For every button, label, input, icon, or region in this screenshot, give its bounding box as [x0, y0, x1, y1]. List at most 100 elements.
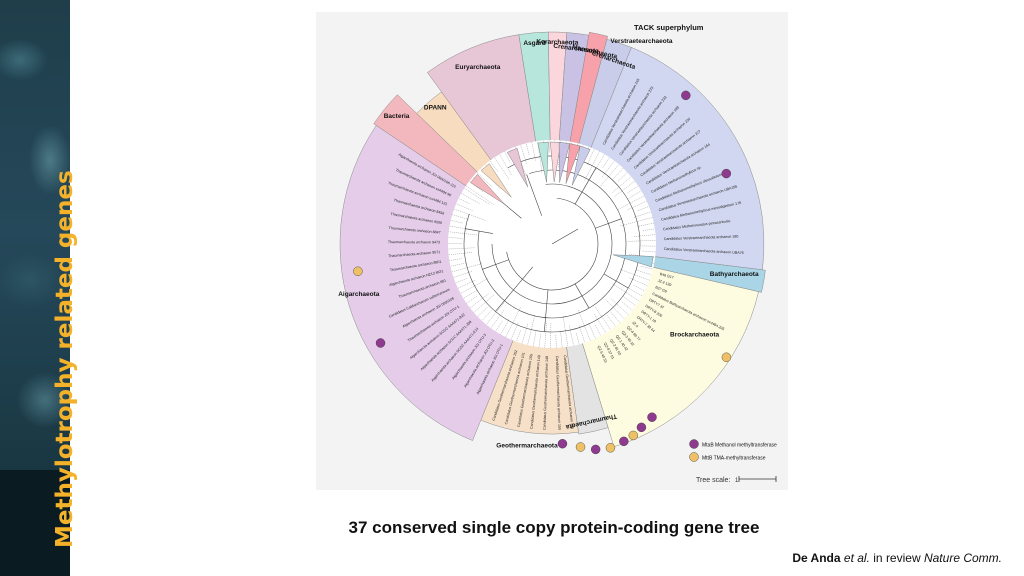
leaf-branch	[448, 231, 477, 236]
label-bathyarchaeota-9: Bathyarchaeota	[710, 271, 759, 278]
leaf-branch	[627, 240, 656, 242]
leaf-label-aigarchaeota: Thaumarchaeota archaeon 8847	[388, 226, 440, 235]
leaf-branch	[622, 296, 636, 306]
label-brockarchaeota-10: Brockarchaeota	[670, 332, 720, 339]
collapsed-clade-triangle	[549, 141, 562, 183]
leaf-branch	[460, 278, 489, 294]
leaf-branch	[465, 185, 494, 205]
internal-branch	[495, 266, 533, 312]
leaf-branch	[495, 321, 503, 332]
leaf-branch	[606, 315, 616, 327]
leaf-branch	[625, 286, 643, 297]
leaf-branch	[464, 188, 490, 205]
label-verstraetearchaeota-8: Verstraetearchaeota	[610, 38, 673, 45]
tree-diagram: Candidatus Verstraetearchaeota archaeon …	[338, 23, 777, 484]
citation-etal: et al.	[843, 551, 870, 565]
tree-branches	[448, 140, 656, 348]
leaf-branch	[627, 200, 647, 210]
leaf-label-geothermarchaeota: Candidatus Geothermarchaeota archaeon 14…	[543, 356, 550, 430]
label-aigarchaeota-13: Aigarchaeota	[338, 291, 380, 298]
leaf-branch	[466, 296, 478, 304]
leaf-branch	[504, 151, 511, 163]
leaf-branch	[577, 309, 591, 341]
leaf-branch	[505, 307, 521, 338]
tree-scale-label: Tree scale:	[696, 477, 730, 484]
leaf-branch	[450, 220, 463, 224]
legend-label-mttb: MttB TMA-methyltransferase	[702, 456, 766, 462]
leaf-branch	[617, 195, 645, 210]
citation-status: in review	[873, 551, 921, 565]
leaf-branch	[628, 190, 642, 199]
collapsed-clade-triangle	[558, 142, 570, 183]
mtab-marker	[647, 412, 657, 422]
leaf-label-aigarchaeota: Thaumarchaeota archaeon 9473	[388, 240, 440, 244]
leaf-branch	[584, 151, 600, 181]
mtab-marker	[375, 338, 386, 348]
phylogenetic-tree-figure: Candidatus Verstraetearchaeota archaeon …	[316, 12, 788, 490]
leaf-branch	[489, 160, 498, 172]
mttb-marker	[628, 430, 638, 441]
leaf-branch	[520, 144, 527, 164]
leaf-branch	[449, 258, 462, 261]
leaf-branch	[533, 331, 537, 347]
collapsed-clade-triangle	[565, 143, 581, 184]
mtab-marker	[721, 168, 732, 179]
leaf-branch	[461, 193, 480, 204]
label-bacteria-0: Bacteria	[384, 113, 410, 120]
legend-swatch-mtab	[689, 439, 699, 449]
collapsed-clade-triangle	[470, 174, 505, 205]
leaf-branch	[477, 307, 488, 317]
leaf-branch	[614, 180, 635, 197]
leaf-branch	[612, 168, 624, 180]
leaf-label-verstraetearchaeota: Candidatus Verstraetearchaeota archaeon …	[664, 247, 744, 255]
mtab-marker	[681, 90, 691, 101]
leaf-branch	[486, 302, 505, 325]
leaf-label-verstraetearchaeota: Candidatus Verstraetearchaeota archaeon …	[664, 234, 739, 241]
leaf-branch	[563, 317, 569, 347]
leaf-branch	[627, 185, 639, 194]
internal-branch-arc	[506, 197, 599, 291]
mttb-marker	[575, 442, 586, 452]
leaf-branch	[617, 172, 628, 182]
leaf-branch	[569, 325, 574, 346]
leaf-label-brockarchaeota: B46 G17	[659, 272, 674, 280]
tree-scale-value: 1	[735, 478, 739, 484]
leaf-branch	[588, 322, 596, 339]
leaf-branch	[453, 271, 473, 278]
collapsed-clade-triangle	[537, 141, 549, 183]
leaf-branch	[452, 214, 469, 220]
leaf-branch	[642, 228, 655, 231]
leaf-label-brockarchaeota: JZ-2 139	[657, 279, 672, 288]
leaf-branch	[602, 157, 610, 168]
leaf-branch	[595, 154, 605, 171]
leaf-branch	[612, 176, 632, 193]
leaf-label-brockarchaeota: DRTY7 37	[648, 298, 664, 310]
side-title: Methylotrophy related genes	[52, 170, 78, 548]
leaf-branch	[622, 302, 633, 311]
mtab-marker	[590, 444, 601, 455]
internal-branch	[465, 228, 493, 234]
leaf-branch	[453, 208, 486, 221]
leaf-branch	[448, 247, 475, 250]
leaf-branch	[637, 206, 650, 211]
leaf-branch	[636, 269, 652, 275]
clade-labels: BacteriaDPANNEuryarchaeotaAsgardKorarcha…	[338, 38, 759, 449]
leaf-branch	[578, 325, 585, 343]
leaf-branch	[481, 310, 492, 321]
leaf-branch	[457, 279, 476, 289]
leaf-branch	[620, 217, 653, 227]
leaf-branch	[575, 332, 580, 345]
label-geothermarchaeota-12: Geothermarchaeota	[496, 442, 558, 449]
label-euryarchaeota-2: Euryarchaeota	[455, 64, 501, 71]
leaf-branch	[642, 250, 656, 253]
internal-branch	[544, 289, 549, 332]
leaf-branch	[521, 323, 529, 344]
citation: De Anda et al. in review Nature Comm.	[792, 551, 1002, 565]
internal-branch	[574, 283, 590, 309]
legend: MtaB Methanol methyltransferase MttB TMA…	[689, 439, 777, 462]
leaf-branch	[587, 148, 595, 165]
leaf-branch	[634, 285, 645, 292]
tree-scale: Tree scale: 1	[696, 476, 777, 484]
leaf-branch	[594, 324, 601, 336]
leaf-branch	[500, 319, 510, 335]
